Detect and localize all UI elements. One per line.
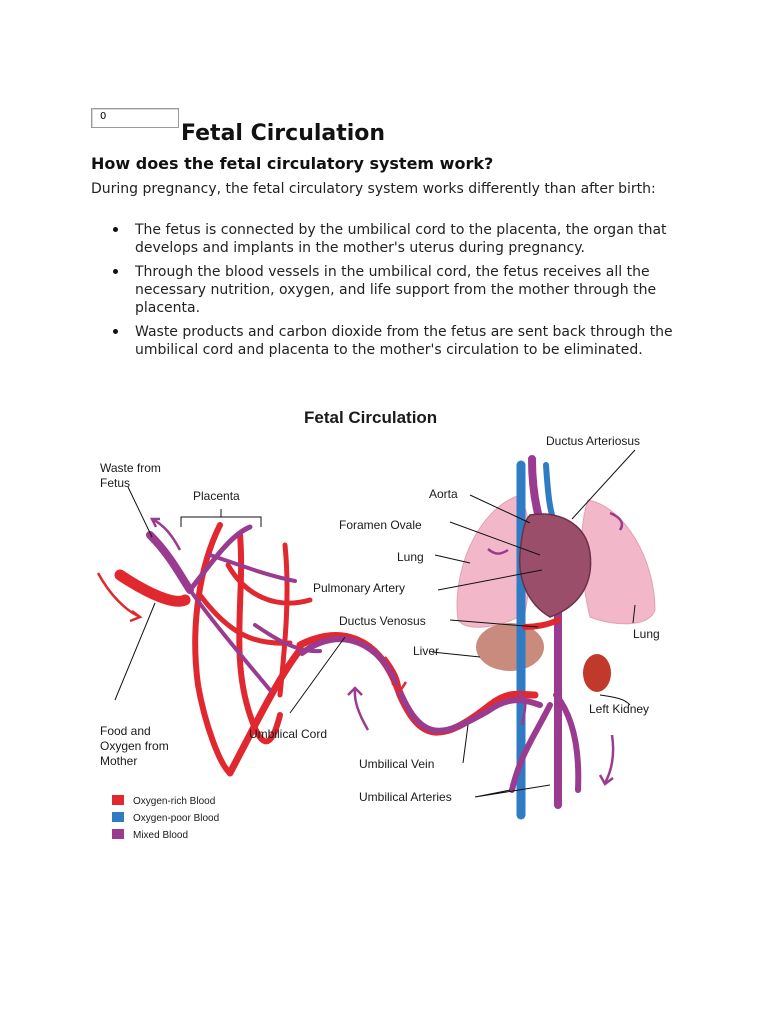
label-foramen-ovale: Foramen Ovale [339, 518, 422, 532]
leader-lines [114, 449, 636, 798]
flow-arrows [96, 511, 624, 786]
vessels [509, 455, 582, 820]
legend-swatch [112, 795, 124, 805]
intro-paragraph: During pregnancy, the fetal circulatory … [91, 181, 656, 197]
label-left-kidney: Left Kidney [589, 702, 649, 716]
label-waste-from-fetus: Waste from [100, 461, 161, 475]
label-ductus-venosus: Ductus Venosus [339, 614, 426, 628]
legend-label: Oxygen-rich Blood [133, 796, 215, 807]
label-lung-left: Lung [397, 550, 424, 564]
list-item: The fetus is connected by the umbilical … [91, 221, 681, 257]
page-title: Fetal Circulation [181, 121, 386, 146]
liver-illustration [476, 623, 544, 671]
diagram-title: Fetal Circulation [304, 408, 437, 427]
label-placenta: Placenta [193, 489, 240, 503]
legend-label: Oxygen-poor Blood [133, 813, 219, 824]
label-food-oxygen: Mother [100, 754, 137, 768]
number-input[interactable]: 0 [91, 108, 179, 128]
umbilical-cord-illustration [296, 632, 543, 736]
list-item: Waste products and carbon dioxide from t… [91, 323, 681, 359]
heart-illustration [518, 513, 592, 618]
legend-label: Mixed Blood [133, 830, 188, 841]
list-item: Through the blood vessels in the umbilic… [91, 263, 681, 317]
legend: Oxygen-rich Blood Oxygen-poor Blood Mixe… [112, 795, 219, 841]
legend-swatch [112, 829, 124, 839]
label-ductus-arteriosus: Ductus Arteriosus [546, 434, 640, 448]
label-umbilical-arteries: Umbilical Arteries [359, 790, 452, 804]
label-pulmonary-artery: Pulmonary Artery [313, 581, 405, 595]
legend-swatch [112, 812, 124, 822]
label-food-oxygen: Oxygen from [100, 739, 169, 753]
label-umbilical-cord: Umbilical Cord [249, 727, 327, 741]
placenta-illustration [114, 522, 322, 777]
fetal-circulation-diagram: Fetal Circulation [96, 408, 660, 841]
bullet-list: The fetus is connected by the umbilical … [91, 221, 681, 365]
kidney-illustration [583, 654, 611, 692]
label-lung-right: Lung [633, 627, 660, 641]
label-aorta: Aorta [429, 487, 458, 501]
diagram-labels: Waste from Fetus Placenta Food and Oxyge… [100, 434, 660, 804]
section-heading: How does the fetal circulatory system wo… [91, 154, 494, 173]
label-umbilical-vein: Umbilical Vein [359, 757, 434, 771]
label-liver: Liver [413, 644, 439, 658]
label-waste-from-fetus: Fetus [100, 476, 130, 490]
label-food-oxygen: Food and [100, 724, 151, 738]
